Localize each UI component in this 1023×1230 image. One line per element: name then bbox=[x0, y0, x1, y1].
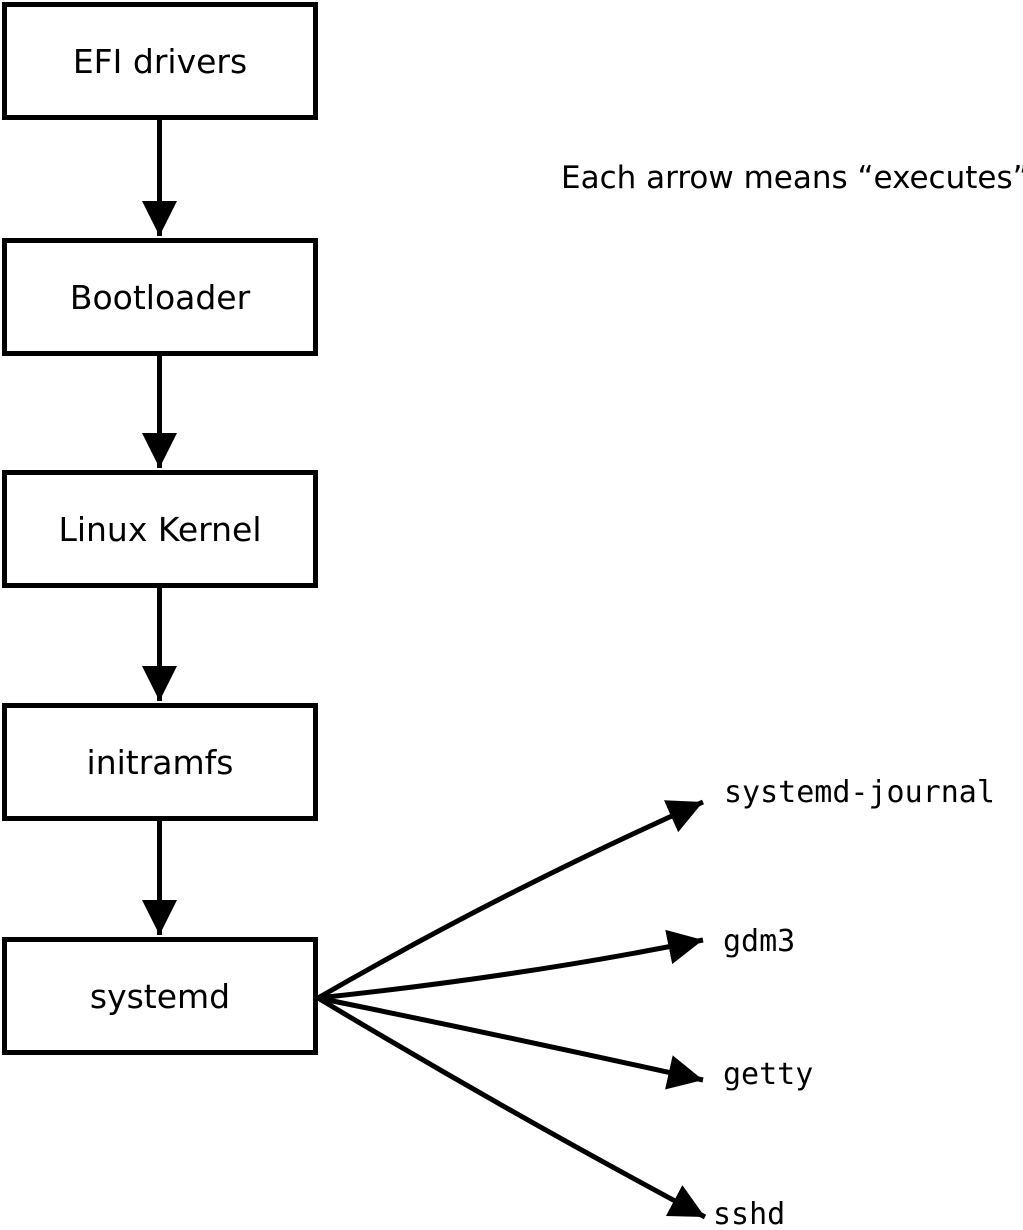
label-getty: getty bbox=[723, 1057, 814, 1092]
node-systemd: systemd bbox=[2, 937, 318, 1055]
edge-systemd-to-getty-arrow bbox=[317, 995, 704, 1090]
node-linux-kernel: Linux Kernel bbox=[2, 470, 318, 588]
node-bootloader-label: Bootloader bbox=[69, 277, 251, 317]
node-initramfs-label: initramfs bbox=[86, 742, 234, 782]
node-efi-drivers: EFI drivers bbox=[2, 2, 318, 120]
node-initramfs: initramfs bbox=[2, 703, 318, 821]
node-bootloader: Bootloader bbox=[2, 238, 318, 356]
edge-systemd-to-journal-arrow bbox=[316, 799, 705, 1001]
node-efi-drivers-label: EFI drivers bbox=[72, 41, 248, 81]
arrow-meaning-note: Each arrow means “executes”. bbox=[561, 160, 1023, 196]
label-gdm3: gdm3 bbox=[723, 924, 796, 959]
label-systemd-journal: systemd-journal bbox=[724, 775, 995, 810]
edge-systemd-to-sshd-arrow bbox=[316, 995, 707, 1220]
label-sshd: sshd bbox=[713, 1197, 786, 1230]
node-linux-kernel-label: Linux Kernel bbox=[58, 509, 262, 549]
edge-systemd-to-gdm3-arrow bbox=[317, 929, 704, 1001]
node-systemd-label: systemd bbox=[89, 976, 231, 1016]
